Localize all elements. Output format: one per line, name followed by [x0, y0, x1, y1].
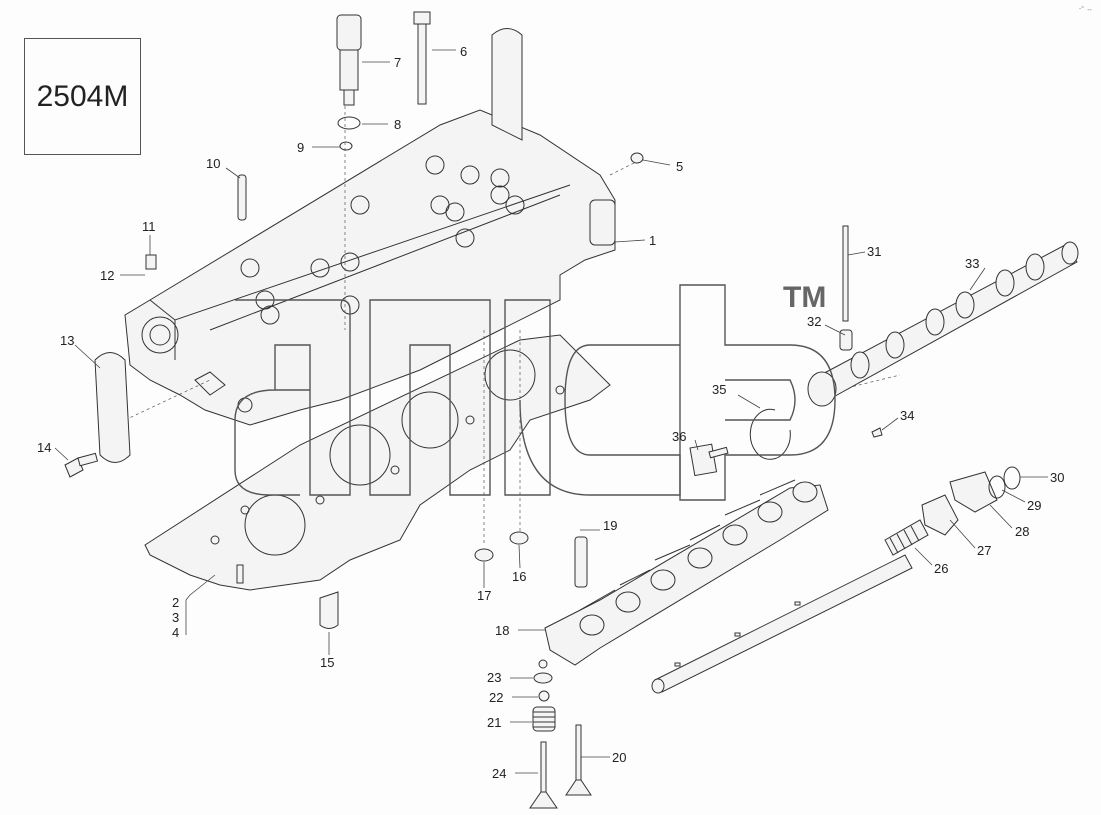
cam-bolt [689, 443, 729, 477]
callout-12: 12 [100, 268, 114, 283]
long-bolt [413, 11, 431, 105]
small-screw [145, 254, 157, 270]
callout-32: 32 [807, 314, 821, 329]
cylinder-head [124, 109, 616, 426]
callout-31: 31 [867, 244, 881, 259]
callout-4: 4 [172, 625, 179, 640]
callout-6: 6 [460, 44, 467, 59]
cap-23 [533, 672, 553, 684]
callout-10: 10 [206, 156, 220, 171]
callout-labels: 1 2 3 4 5 6 7 8 9 10 11 12 13 14 15 16 1… [37, 44, 1064, 781]
circlip [749, 408, 791, 460]
callout-23: 23 [487, 670, 501, 685]
shaft-spring [884, 519, 929, 556]
woodruff-key [871, 427, 883, 438]
callout-28: 28 [1015, 524, 1029, 539]
callout-7: 7 [394, 55, 401, 70]
adjuster-pin [574, 536, 588, 588]
callout-13: 13 [60, 333, 74, 348]
callout-29: 29 [1027, 498, 1041, 513]
seal-17 [474, 548, 494, 562]
seal-16 [509, 531, 529, 545]
rocker-arms [544, 479, 829, 666]
callout-8: 8 [394, 117, 401, 132]
seal-ring [339, 141, 353, 151]
rocker-shaft [651, 554, 913, 694]
head-gasket [144, 334, 611, 591]
diagram-code-box: 2504M [24, 38, 141, 155]
callout-15: 15 [320, 655, 334, 670]
valve-20 [565, 724, 592, 796]
callout-34: 34 [900, 408, 914, 423]
callout-36: 36 [672, 429, 686, 444]
callout-17: 17 [477, 588, 491, 603]
callout-22: 22 [489, 690, 503, 705]
rocker-arm-28 [949, 471, 998, 513]
callout-26: 26 [934, 561, 948, 576]
callout-21: 21 [487, 715, 501, 730]
callout-2: 2 [172, 595, 179, 610]
callout-27: 27 [977, 543, 991, 558]
camshaft [807, 241, 1079, 407]
plug [630, 152, 644, 164]
dowel-pin [237, 174, 247, 221]
flange-bolt [64, 452, 99, 478]
watermark-tm: TM [783, 281, 826, 314]
callout-11: 11 [142, 219, 156, 234]
callout-19: 19 [603, 518, 617, 533]
callout-18: 18 [495, 623, 509, 638]
callout-16: 16 [512, 569, 526, 584]
sleeve [319, 591, 339, 629]
callout-30: 30 [1050, 470, 1064, 485]
callout-9: 9 [297, 140, 304, 155]
callout-24: 24 [492, 766, 506, 781]
cam-rod [842, 225, 849, 322]
valve-24 [529, 741, 558, 809]
rocker-arm-27 [921, 494, 959, 536]
o-ring [337, 116, 361, 130]
callout-1: 1 [649, 233, 656, 248]
callout-20: 20 [612, 750, 626, 765]
ring-29 [988, 475, 1006, 499]
corner-mark: -° ↔ [1078, 6, 1093, 13]
leader-lines [54, 49, 1048, 774]
callout-33: 33 [965, 256, 979, 271]
callout-35: 35 [712, 382, 726, 397]
injector [336, 14, 362, 106]
cam-bush [839, 329, 853, 351]
callout-5: 5 [676, 159, 683, 174]
callout-3: 3 [172, 610, 179, 625]
valve-spring [532, 706, 556, 732]
lifting-eye [491, 28, 523, 141]
retainer-22 [538, 690, 550, 702]
watermark-logo [234, 284, 836, 501]
callout-14: 14 [37, 440, 51, 455]
ring-30 [1003, 466, 1021, 490]
diagram-code: 2504M [36, 79, 129, 113]
bracket-plate [94, 352, 131, 463]
